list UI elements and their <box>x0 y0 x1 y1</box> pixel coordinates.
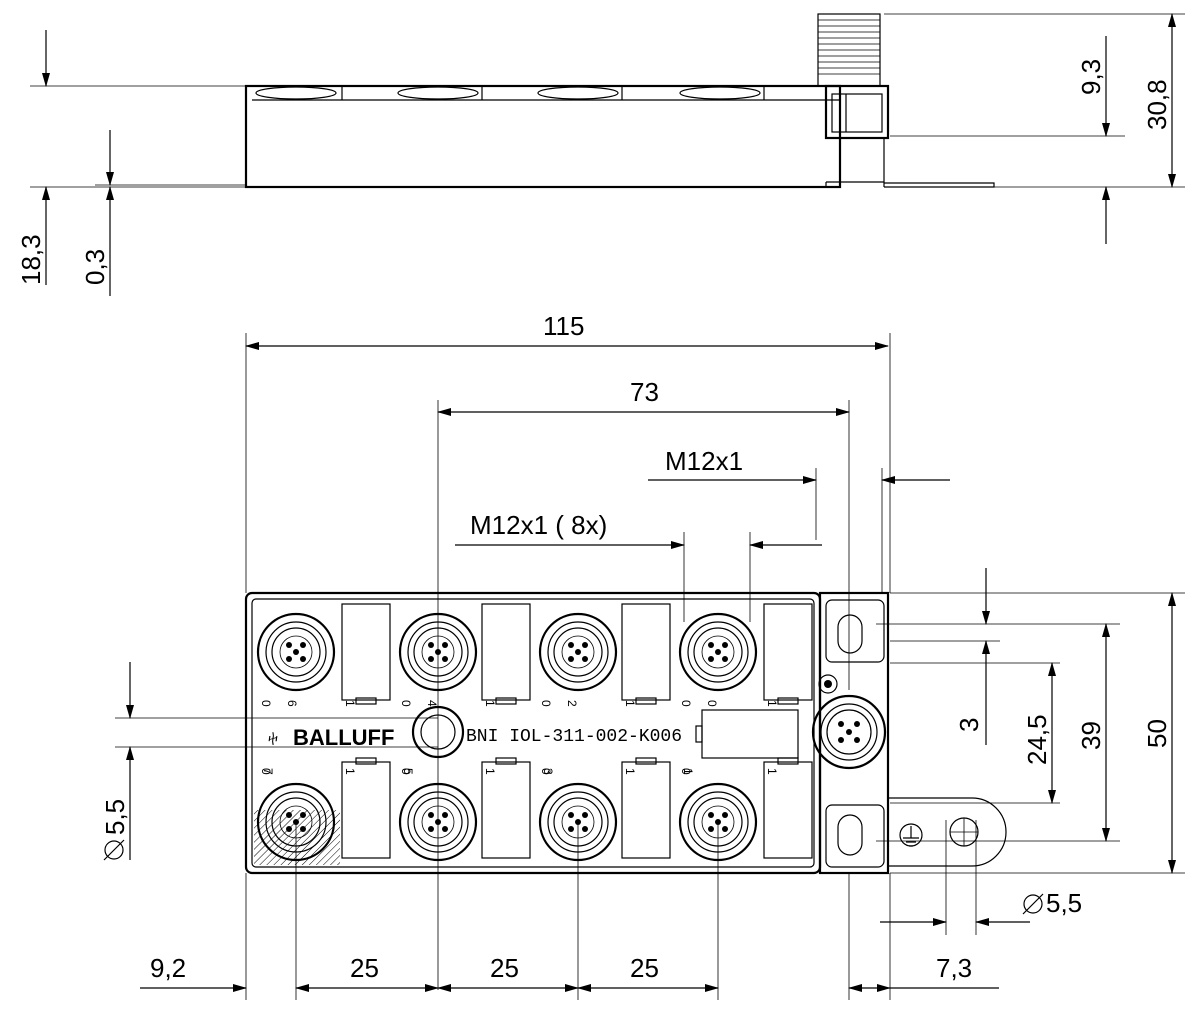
separator-block-bottom-0 <box>341 757 391 859</box>
m12-thread <box>817 13 881 87</box>
m12-socket-bottom-2 <box>538 782 618 862</box>
dim-115: 115 <box>543 311 584 341</box>
pin-label: 0 <box>399 700 413 707</box>
side-body <box>244 84 842 189</box>
port-label-top-3: 0 <box>705 700 719 707</box>
diameter-symbol-left <box>104 840 124 860</box>
dim-0-3: 0,3 <box>80 249 110 285</box>
power-connector <box>811 694 887 770</box>
pin-label: 1 <box>623 700 637 707</box>
separator-block-top-1 <box>481 603 531 705</box>
balluff-logo: BALLUFF <box>293 725 394 750</box>
dim-m12-8x: M12x1 ( 8x) <box>470 510 607 540</box>
diameter-symbol-right <box>1023 894 1043 914</box>
dim-7-3: 7,3 <box>936 953 972 983</box>
pin-label: 0 <box>259 768 273 775</box>
pin-label: 0 <box>539 768 553 775</box>
dim-dia-right: 5,5 <box>1046 888 1082 918</box>
side-connector-ribs <box>255 86 765 100</box>
pin-label: 0 <box>259 700 273 707</box>
pin-label: 1 <box>623 768 637 775</box>
port-label-top-0: 6 <box>285 700 299 707</box>
dim-18-3: 18,3 <box>16 234 46 285</box>
port-label-top-2: 2 <box>565 700 579 707</box>
pin-label: 1 <box>483 768 497 775</box>
dim-73: 73 <box>630 377 659 407</box>
separator-block-top-0 <box>341 603 391 705</box>
pin-label: 1 <box>483 700 497 707</box>
mounting-slot-top <box>837 614 863 654</box>
separator-block-top-3 <box>763 603 813 705</box>
separator-block-top-2 <box>621 603 671 705</box>
pin-label: 0 <box>679 700 693 707</box>
pin-label: 1 <box>343 700 357 707</box>
dim-9-2: 9,2 <box>150 953 186 983</box>
label-window <box>701 709 799 759</box>
port-number-labels: 6 4 2 0 7 5 3 1 <box>261 700 719 775</box>
dim-m12-single: M12x1 <box>665 446 743 476</box>
dim-25-a: 25 <box>350 953 379 983</box>
hatched-area <box>254 810 340 865</box>
pin-label: 0 <box>679 768 693 775</box>
pin-label: 1 <box>343 768 357 775</box>
dim-25-b: 25 <box>490 953 519 983</box>
small-mark: ⴕ <box>268 731 278 745</box>
m12-socket-top-0 <box>256 612 336 692</box>
dim-24-5: 24,5 <box>1022 714 1052 765</box>
port-label-bottom-0: 7 <box>261 768 275 775</box>
dim-30-8: 30,8 <box>1142 79 1172 130</box>
port-label-bottom-1: 5 <box>401 768 415 775</box>
m12-socket-top-3 <box>678 612 758 692</box>
dia-left: 5,5 <box>100 799 130 861</box>
module-end-cap <box>818 591 890 875</box>
dim-25-c: 25 <box>630 953 659 983</box>
pin-label: 0 <box>399 768 413 775</box>
separator-block-bottom-1 <box>481 757 531 859</box>
dim-39: 39 <box>1076 721 1106 750</box>
port-label-bottom-3: 1 <box>681 768 695 775</box>
m12-socket-top-2 <box>538 612 618 692</box>
dia-right: 5,5 <box>1022 888 1082 918</box>
ground-lug <box>888 797 1007 867</box>
dim-3: 3 <box>954 718 984 732</box>
dim-dia-left: 5,5 <box>100 799 130 835</box>
led-indicator <box>818 674 838 694</box>
port-label-top-1: 4 <box>425 700 439 707</box>
dim-9-3: 9,3 <box>1076 59 1106 95</box>
pin-label: 0 <box>539 700 553 707</box>
separator-block-bottom-3 <box>763 757 813 859</box>
side-view: 18,3 0,3 9,3 30,8 <box>16 13 1185 296</box>
pin-label: 1 <box>765 700 779 707</box>
dim-50: 50 <box>1142 719 1172 748</box>
part-number: BNI IOL-311-002-K006 <box>466 727 682 747</box>
separator-block-bottom-2 <box>621 757 671 859</box>
mounting-slot-bottom <box>837 814 863 856</box>
pin-label: 1 <box>765 768 779 775</box>
port-label-bottom-2: 3 <box>541 768 555 775</box>
